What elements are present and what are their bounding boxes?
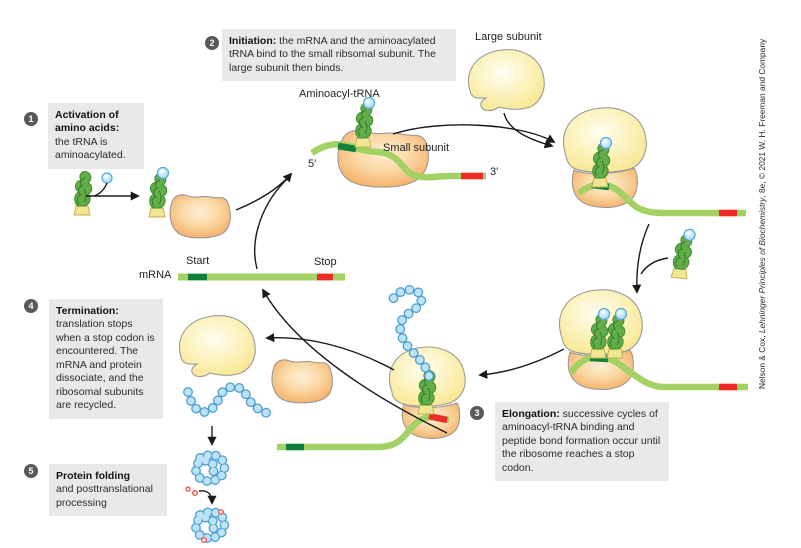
- ribosome-elongation: [558, 289, 748, 391]
- note-elongation-lead: Elongation:: [502, 408, 560, 420]
- note-activation: Activation of amino acids:the tRNA is am…: [48, 103, 144, 169]
- polypeptide-chain-released: [183, 381, 275, 419]
- arrow-amino-acid-join: [93, 182, 108, 197]
- mrna-strand-elongation: [568, 353, 748, 391]
- note-protein-folding-text: and posttranslational processing: [56, 483, 153, 509]
- arrow-initiation-to-ribosome: [392, 124, 556, 143]
- note-termination-text: translation stops when a stop codon is e…: [56, 318, 155, 412]
- trna-aminoacylated-icon: [149, 168, 169, 218]
- label-five-prime: 5′: [308, 158, 317, 170]
- flow-arrows: [86, 112, 669, 505]
- attribution-suffix: , 8e, © 2021 W. H. Freeman and Company: [757, 38, 767, 198]
- arrow-large-subunit-binds: [503, 112, 554, 149]
- trna-uncharged-icon: [73, 171, 93, 216]
- note-initiation: Initiation: the mRNA and the aminoacylat…: [222, 29, 456, 82]
- arrow-mrna-recycled: [262, 288, 448, 434]
- note-termination: Termination: translation stops when a st…: [49, 299, 163, 419]
- note-initiation-text: the mRNA and the aminoacylated tRNA bind…: [229, 35, 436, 74]
- arrow-subunits-recycled: [265, 333, 395, 371]
- polypeptide-chain-growing: [388, 285, 434, 381]
- arrow-posttranslational: [198, 490, 217, 505]
- step-1-badge: 1: [24, 112, 38, 126]
- label-stop-codon: Stop: [314, 256, 337, 268]
- modification-group-dot: [191, 489, 199, 497]
- note-protein-folding-lead: Protein folding: [56, 470, 131, 482]
- ribosome-termination: [277, 285, 466, 451]
- ribosome-complete: [562, 107, 746, 217]
- note-activation-lead: Activation of amino acids:: [55, 109, 120, 135]
- step-4-badge: 4: [24, 299, 38, 313]
- mrna-strand-termination: [277, 413, 450, 451]
- amino-acid-ball: [101, 172, 113, 184]
- arrow-ribosome-to-elongation: [632, 223, 650, 294]
- folded-protein: [196, 455, 224, 481]
- attribution-book-title: Lehninger Principles of Biochemistry: [757, 197, 767, 334]
- step-2-badge: 2: [205, 36, 219, 50]
- attribution-prefix: Nelson & Cox,: [757, 333, 767, 389]
- label-start-codon: Start: [186, 255, 210, 267]
- attached-modification-dot: [200, 536, 208, 544]
- attribution-credit: Nelson & Cox, Lehninger Principles of Bi…: [757, 27, 767, 389]
- label-large-subunit: Large subunit: [475, 31, 542, 43]
- label-mrna: mRNA: [139, 269, 172, 281]
- large-subunit-free-shape: [467, 49, 545, 112]
- label-three-prime: 3′: [490, 166, 499, 178]
- arrow-mrna-to-initiation: [254, 177, 289, 270]
- small-subunit-free-shape: [169, 194, 231, 239]
- note-termination-lead: Termination:: [56, 305, 119, 317]
- arrow-trna-joins-elongation: [640, 257, 669, 275]
- large-subunit-recycled-shape: [178, 315, 256, 378]
- note-elongation-text: successive cycles of aminoacyl-tRNA bind…: [502, 408, 661, 474]
- small-subunit-recycled-shape: [271, 359, 333, 404]
- note-activation-text: the tRNA is aminoacylated.: [55, 135, 126, 162]
- initiation-complex: [310, 98, 486, 188]
- label-aminoacyl-trna: Aminoacyl-tRNA: [299, 88, 380, 100]
- label-small-subunit: Small subunit: [383, 142, 450, 154]
- note-initiation-lead: Initiation:: [229, 35, 277, 47]
- modification-group-dot: [185, 486, 191, 492]
- step-5-badge: 5: [24, 464, 38, 478]
- arrow-elongation-to-termination: [478, 348, 565, 379]
- trna-incoming-icon: [671, 228, 696, 279]
- arrow-subunit-to-initiation: [235, 172, 293, 211]
- note-elongation: Elongation: successive cycles of aminoac…: [495, 402, 669, 482]
- step-3-badge: 3: [470, 406, 484, 420]
- attached-modification-dot: [217, 508, 225, 516]
- modified-folded-protein: [196, 512, 224, 538]
